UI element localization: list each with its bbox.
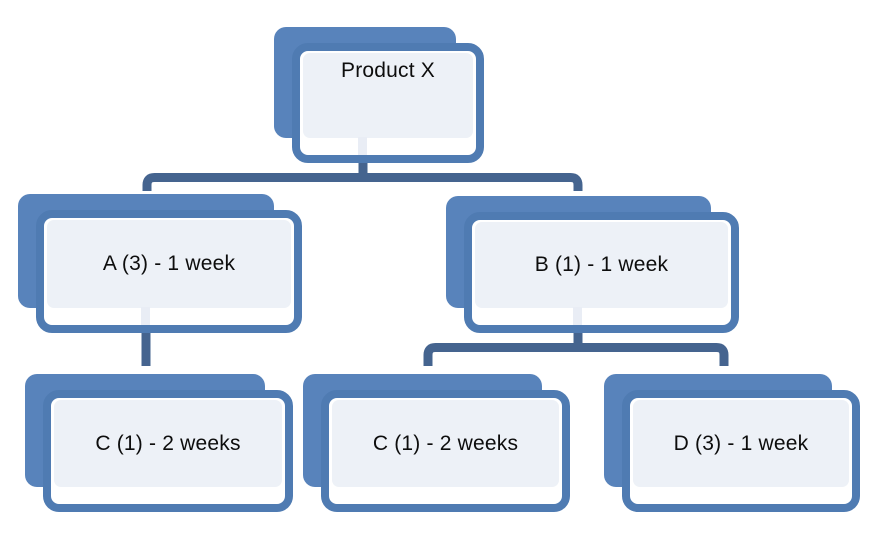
connector-stub-ghost — [573, 307, 582, 325]
node-box: A (3) - 1 week — [36, 210, 302, 333]
node-c-under-a: C (1) - 2 weeks — [25, 374, 293, 512]
connector-b-children-bar — [423, 343, 729, 366]
node-d: D (3) - 1 week — [604, 374, 860, 512]
node-c-under-b: C (1) - 2 weeks — [303, 374, 570, 512]
node-a: A (3) - 1 week — [18, 194, 302, 333]
node-box: Product X — [292, 43, 484, 163]
node-b: B (1) - 1 week — [446, 196, 739, 333]
node-fill: A (3) - 1 week — [47, 220, 291, 308]
node-fill: C (1) - 2 weeks — [332, 400, 559, 487]
connector-root-children-bar — [142, 173, 583, 191]
node-box: C (1) - 2 weeks — [43, 390, 293, 512]
node-label: C (1) - 2 weeks — [372, 431, 519, 455]
node-label: Product X — [340, 59, 435, 82]
node-fill: D (3) - 1 week — [633, 400, 849, 487]
node-box: B (1) - 1 week — [464, 212, 739, 333]
node-label: A (3) - 1 week — [102, 252, 236, 275]
node-product-x: Product X — [274, 27, 484, 163]
node-fill: C (1) - 2 weeks — [54, 400, 282, 487]
node-box: D (3) - 1 week — [622, 390, 860, 512]
node-box: C (1) - 2 weeks — [321, 390, 570, 512]
node-label: B (1) - 1 week — [534, 253, 669, 276]
node-fill: B (1) - 1 week — [475, 222, 728, 308]
connector-stub-ghost — [358, 137, 367, 155]
connector-stub-ghost — [141, 307, 150, 325]
node-fill: Product X — [303, 53, 473, 138]
node-label: D (3) - 1 week — [673, 431, 809, 455]
node-label: C (1) - 2 weeks — [95, 431, 241, 455]
